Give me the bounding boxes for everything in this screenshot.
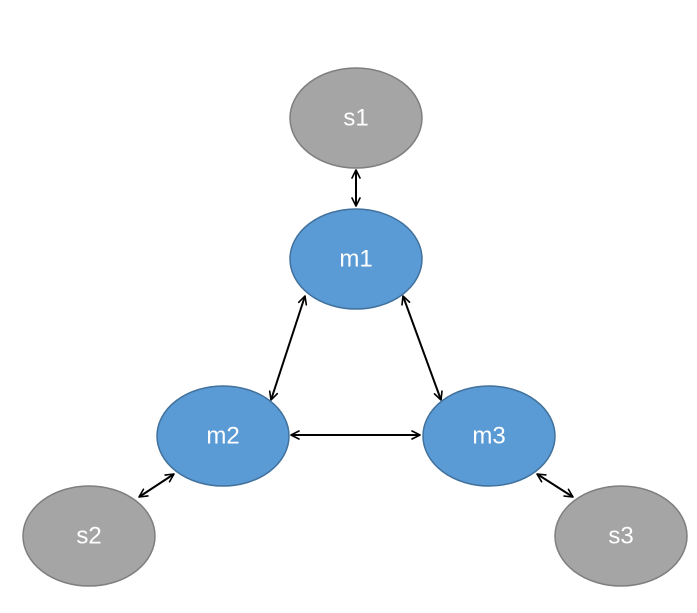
node-m1-shape	[289, 208, 423, 310]
edge-m1-m3	[401, 295, 443, 401]
node-s1: s1	[289, 67, 423, 169]
edge-layer	[138, 169, 574, 498]
node-m2-label: m2	[206, 423, 239, 450]
node-m1-label: m1	[339, 246, 372, 273]
edge-m3-s3	[536, 473, 574, 498]
node-m1: m1	[289, 208, 423, 310]
edge-m2-s2	[138, 473, 175, 498]
edge-m1-m2	[268, 295, 308, 401]
node-s1-shape	[289, 67, 423, 169]
node-m2-shape	[156, 385, 290, 487]
node-m3-label: m3	[472, 423, 505, 450]
node-m3-shape	[422, 385, 556, 487]
node-s2: s2	[22, 485, 156, 587]
node-m3: m3	[422, 385, 556, 487]
node-m2: m2	[156, 385, 290, 487]
node-s3: s3	[554, 485, 688, 587]
node-s2-label: s2	[76, 523, 101, 550]
node-s3-shape	[554, 485, 688, 587]
node-s3-label: s3	[608, 523, 633, 550]
node-s1-label: s1	[343, 105, 368, 132]
node-s2-shape	[22, 485, 156, 587]
